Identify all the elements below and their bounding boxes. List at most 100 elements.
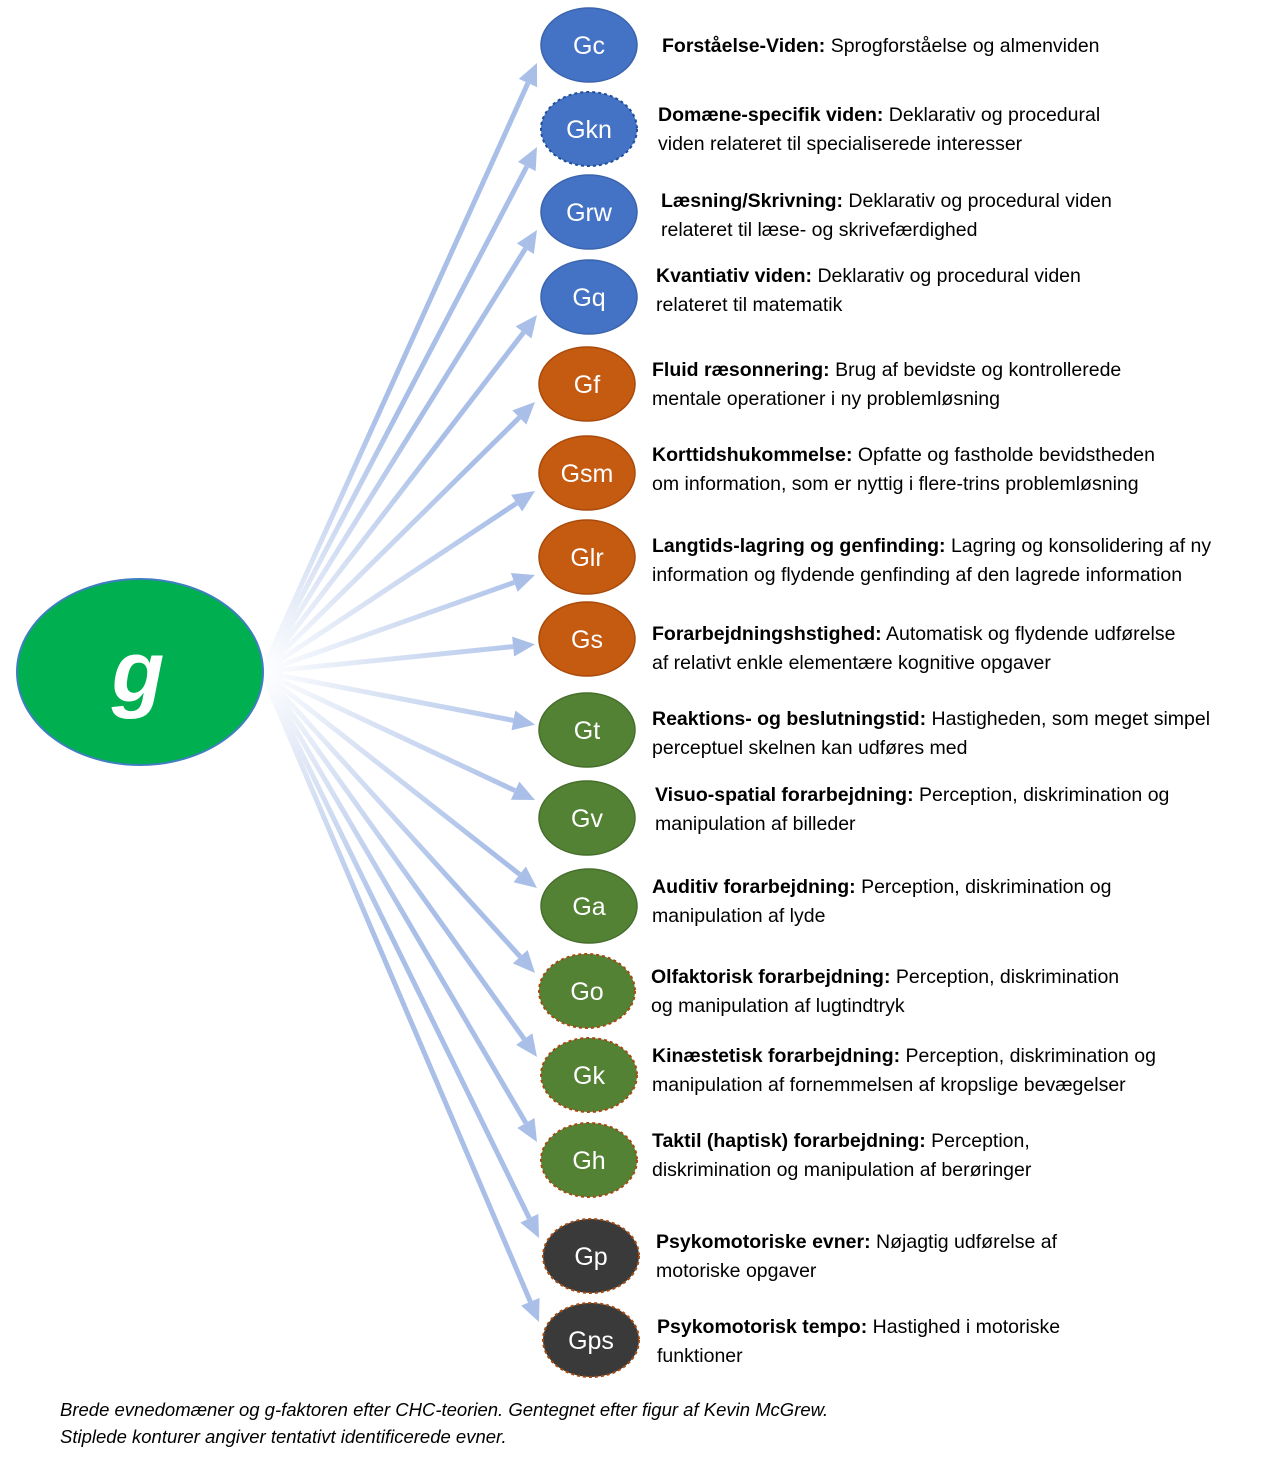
ability-description-glr: Langtids-lagring og genfinding: Lagring … bbox=[652, 532, 1211, 590]
ability-node-glr bbox=[538, 519, 636, 595]
ability-node-grw bbox=[540, 174, 638, 250]
ability-node-gkn bbox=[540, 91, 638, 167]
ability-title: Auditiv forarbejdning: bbox=[652, 876, 856, 898]
ability-title: Fluid ræsonnering: bbox=[652, 359, 830, 381]
caption-line-2: Stiplede konturer angiver tentativt iden… bbox=[60, 1426, 507, 1447]
ability-label-gq: Gq bbox=[572, 284, 605, 312]
arrow-shaft-gk bbox=[259, 670, 527, 1041]
description-line-1: Korttidshukommelse: Opfatte og fastholde… bbox=[652, 441, 1155, 470]
ability-description-gsm: Korttidshukommelse: Opfatte og fastholde… bbox=[652, 441, 1155, 499]
ability-label-gs: Gs bbox=[571, 626, 603, 654]
ability-node-gc bbox=[540, 7, 638, 83]
ability-label-gc: Gc bbox=[573, 32, 605, 60]
ability-title: Psykomotorisk tempo: bbox=[657, 1316, 868, 1338]
ability-label-gf: Gf bbox=[574, 371, 600, 399]
ability-title: Taktil (haptisk) forarbejdning: bbox=[652, 1130, 926, 1152]
ability-title: Læsning/Skrivning: bbox=[661, 190, 844, 212]
ability-label-gkn: Gkn bbox=[566, 116, 612, 144]
ability-text: Deklarativ og procedural bbox=[883, 104, 1101, 126]
description-line-1: Kinæstetisk forarbejdning: Perception, d… bbox=[652, 1042, 1156, 1071]
ability-title: Olfaktorisk forarbejdning: bbox=[651, 966, 891, 988]
description-line-2: manipulation af fornemmelsen af kropslig… bbox=[652, 1074, 1126, 1096]
ability-text: Hastighed i motoriske bbox=[867, 1316, 1061, 1338]
arrow-shaft-gsm bbox=[260, 501, 519, 675]
ability-text: Perception, diskrimination og bbox=[855, 876, 1112, 898]
description-line-1: Olfaktorisk forarbejdning: Perception, d… bbox=[651, 963, 1119, 992]
description-line-2: manipulation af lyde bbox=[652, 905, 826, 927]
ability-description-gk: Kinæstetisk forarbejdning: Perception, d… bbox=[652, 1042, 1156, 1100]
arrow-shaft-gq bbox=[260, 330, 526, 674]
description-line-2: funktioner bbox=[657, 1345, 743, 1367]
arrow-shaft-gkn bbox=[259, 165, 530, 674]
ability-label-gt: Gt bbox=[574, 717, 600, 745]
arrow-head-gf bbox=[512, 402, 535, 425]
ability-description-gps: Psykomotorisk tempo: Hastighed i motoris… bbox=[657, 1313, 1060, 1371]
arrow-shaft-gf bbox=[260, 415, 522, 674]
ability-title: Langtids-lagring og genfinding: bbox=[652, 535, 946, 557]
ability-label-gh: Gh bbox=[572, 1147, 605, 1175]
description-line-2: information og flydende genfinding af de… bbox=[652, 564, 1183, 586]
ability-description-gp: Psykomotoriske evner: Nøjagtig udførelse… bbox=[656, 1228, 1057, 1286]
ability-description-gc: Forståelse-Viden: Sprogforståelse og alm… bbox=[662, 32, 1100, 61]
description-line-2: om information, som er nyttig i flere-tr… bbox=[652, 473, 1139, 495]
ability-description-grw: Læsning/Skrivning: Deklarativ og procedu… bbox=[661, 187, 1112, 245]
ability-label-gp: Gp bbox=[574, 1243, 607, 1271]
description-line-2: manipulation af billeder bbox=[655, 813, 856, 835]
arrow-head-grw bbox=[516, 230, 537, 254]
ability-description-gh: Taktil (haptisk) forarbejdning: Percepti… bbox=[652, 1127, 1031, 1185]
ability-description-gkn: Domæne-specifik viden: Deklarativ og pro… bbox=[658, 101, 1100, 159]
description-line-1: Auditiv forarbejdning: Perception, diskr… bbox=[652, 873, 1111, 902]
description-line-1: Psykomotoriske evner: Nøjagtig udførelse… bbox=[656, 1228, 1057, 1257]
ability-label-glr: Glr bbox=[570, 544, 603, 572]
figure-caption: Brede evnedomæner og g-faktoren efter CH… bbox=[60, 1396, 828, 1450]
ability-label-grw: Grw bbox=[566, 199, 613, 227]
ability-text: Perception, diskrimination og bbox=[900, 1045, 1156, 1067]
ability-text: Perception, diskrimination og bbox=[913, 784, 1170, 806]
description-line-2: relateret til læse- og skrivefærdighed bbox=[661, 219, 978, 241]
ability-title: Kinæstetisk forarbejdning: bbox=[652, 1045, 901, 1067]
arrow-shaft-gps bbox=[259, 671, 533, 1303]
ability-text: Perception, bbox=[925, 1130, 1030, 1152]
ability-node-gf bbox=[538, 346, 636, 422]
ability-title: Korttidshukommelse: bbox=[652, 444, 853, 466]
arrow-shaft-grw bbox=[259, 247, 528, 674]
ability-node-ga bbox=[540, 868, 638, 944]
description-line-1: Reaktions- og beslutningstid: Hastighede… bbox=[652, 705, 1210, 734]
arrow-shaft-gs bbox=[261, 644, 514, 675]
ability-node-gs bbox=[538, 601, 636, 677]
arrow-head-gsm bbox=[511, 491, 535, 512]
ability-title: Domæne-specifik viden: bbox=[658, 104, 884, 126]
arrow-head-glr bbox=[510, 572, 535, 592]
description-line-1: Psykomotorisk tempo: Hastighed i motoris… bbox=[657, 1313, 1060, 1342]
ability-label-gv: Gv bbox=[571, 805, 603, 833]
arrow-shaft-glr bbox=[261, 580, 516, 675]
description-line-1: Taktil (haptisk) forarbejdning: Percepti… bbox=[652, 1127, 1031, 1156]
ability-title: Kvantiativ viden: bbox=[656, 265, 813, 287]
ability-text: Perception, diskrimination bbox=[890, 966, 1120, 988]
description-line-2: diskrimination og manipulation af berøri… bbox=[652, 1159, 1032, 1181]
ability-label-gsm: Gsm bbox=[561, 460, 614, 488]
ability-node-gq bbox=[540, 259, 638, 335]
ability-description-gv: Visuo-spatial forarbejdning: Perception,… bbox=[655, 781, 1169, 839]
arrow-shaft-go bbox=[260, 670, 523, 959]
ability-description-gq: Kvantiativ viden: Deklarativ og procedur… bbox=[656, 262, 1081, 320]
ability-description-gt: Reaktions- og beslutningstid: Hastighede… bbox=[652, 705, 1210, 763]
ability-title: Forarbejdningshstighed: bbox=[652, 623, 882, 645]
ability-label-gps: Gps bbox=[568, 1327, 614, 1355]
ability-node-gp bbox=[542, 1218, 640, 1294]
arrow-head-gs bbox=[512, 636, 535, 657]
arrow-head-gh bbox=[517, 1117, 537, 1142]
arrow-head-gk bbox=[516, 1033, 537, 1057]
description-line-1: Domæne-specifik viden: Deklarativ og pro… bbox=[658, 101, 1100, 130]
arrow-head-ga bbox=[513, 866, 537, 888]
arrow-shaft-ga bbox=[260, 670, 522, 877]
arrow-head-gp bbox=[520, 1213, 539, 1238]
caption-line-1: Brede evnedomæner og g-faktoren efter CH… bbox=[60, 1399, 829, 1420]
arrow-head-go bbox=[512, 949, 535, 973]
g-factor-ellipse bbox=[16, 578, 264, 766]
ability-node-gps bbox=[542, 1302, 640, 1378]
ability-text: Hastigheden, som meget simpel bbox=[926, 708, 1211, 730]
arrow-shaft-gp bbox=[259, 670, 532, 1220]
arrow-head-gq bbox=[515, 315, 537, 339]
